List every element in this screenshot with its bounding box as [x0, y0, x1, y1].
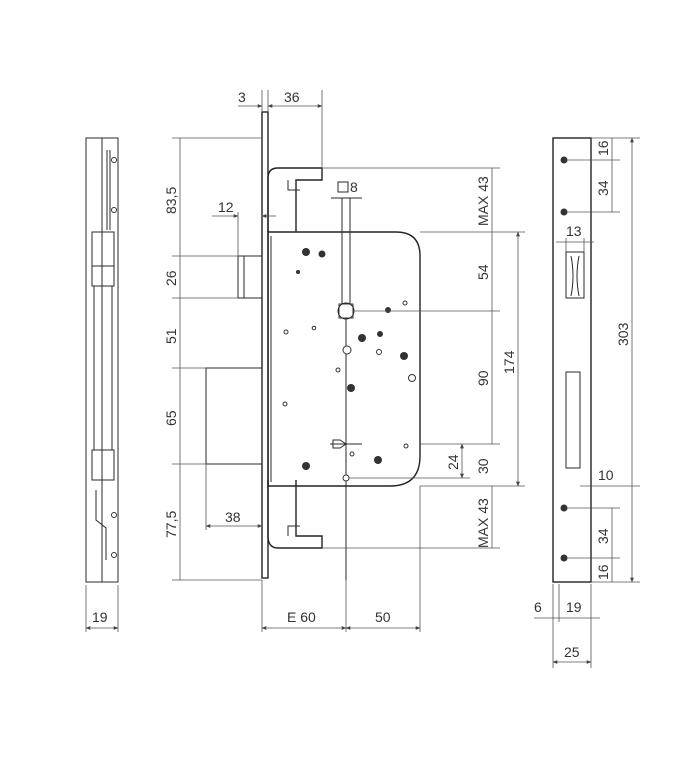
dim-fp-16-top: 16 [595, 140, 611, 156]
dim-38: 38 [225, 509, 241, 525]
dim-fp-10: 10 [598, 467, 614, 483]
dim-max43-top: MAX 43 [475, 176, 491, 226]
dim-90: 90 [475, 370, 491, 386]
dim-max43-bottom: MAX 43 [475, 498, 491, 548]
dim-left-83-5: 83,5 [163, 187, 179, 214]
dim-fp-19: 19 [566, 599, 582, 615]
dim-fp-25: 25 [564, 644, 580, 660]
dim-top-36: 36 [284, 89, 300, 105]
dim-e60: E 60 [287, 609, 316, 625]
dim-left-65: 65 [163, 410, 179, 426]
lock-front-view [205, 111, 421, 580]
dim-30: 30 [475, 458, 491, 474]
dim-174: 174 [501, 350, 517, 374]
dim-fp-6: 6 [534, 599, 542, 615]
side-view-left: 19 [85, 137, 119, 632]
dim-left-51: 51 [163, 328, 179, 344]
dim-fp-16-bottom: 16 [595, 564, 611, 580]
dim-12: 12 [218, 199, 234, 215]
dim-left-26: 26 [163, 270, 179, 286]
dim-54: 54 [475, 264, 491, 280]
dim-50: 50 [375, 609, 391, 625]
dim-left-77-5: 77,5 [163, 511, 179, 538]
dim-top-3: 3 [238, 89, 246, 105]
dim-fp-34-bottom: 34 [595, 528, 611, 544]
dim-left-19: 19 [92, 609, 108, 625]
dim-24: 24 [445, 454, 461, 470]
dim-square-8: 8 [350, 179, 358, 195]
dim-fp-13: 13 [566, 223, 582, 239]
dim-fp-34-top: 34 [595, 180, 611, 196]
main-dimensions: 3 36 83,5 26 51 65 77,5 12 38 8 MAX 43 [163, 89, 525, 632]
faceplate-view: 16 34 13 303 10 34 16 6 19 25 [534, 137, 640, 668]
dim-fp-303: 303 [615, 322, 631, 346]
